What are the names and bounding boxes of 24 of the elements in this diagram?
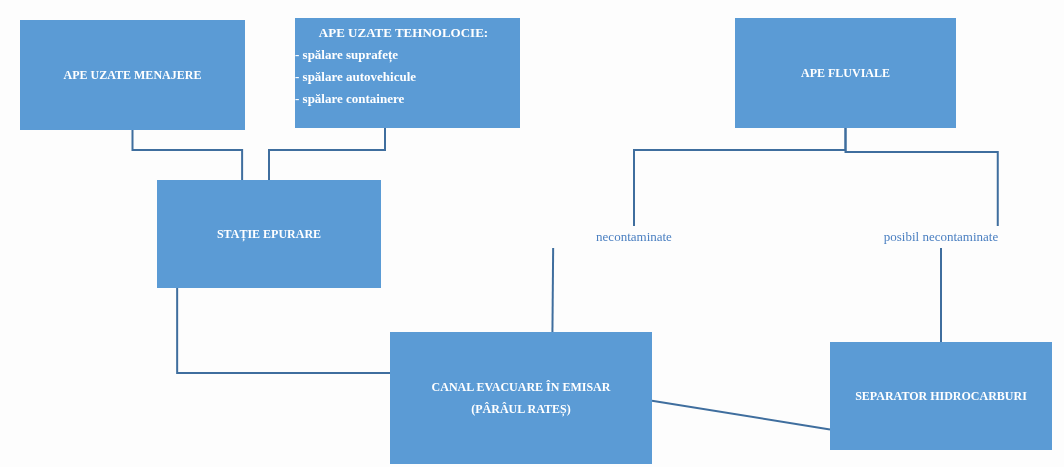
connector-line <box>651 399 831 431</box>
connector-line <box>131 129 244 181</box>
box-title: STAȚIE EPURARE <box>216 226 322 243</box>
list-item: - spălare containere <box>295 90 405 108</box>
box-title: APE UZATE TEHNOLOCIE: <box>318 24 489 42</box>
process-box <box>830 342 1052 450</box>
connector-line <box>176 287 391 374</box>
connector-line <box>551 247 555 333</box>
process-box <box>295 18 520 128</box>
box-title: CANAL EVACUARE ÎN EMISAR (PÂRÂUL RATEȘ) <box>430 379 612 419</box>
list-item: - spălare autovehicule <box>295 68 417 86</box>
connector-line <box>940 247 942 343</box>
connector-line <box>844 127 999 227</box>
box-title: APE FLUVIALE <box>801 65 890 82</box>
list-item: - spălare suprafețe <box>295 46 399 64</box>
box-title: APE UZATE MENAJERE <box>63 67 202 84</box>
flow-label: necontaminate <box>596 228 672 247</box>
process-box <box>20 20 245 130</box>
process-box <box>390 332 652 464</box>
connector-line <box>268 127 386 181</box>
box-title: SEPARATOR HIDROCARBURI <box>855 388 1027 405</box>
process-box <box>735 18 956 128</box>
flow-label: posibil necontaminate <box>883 228 999 247</box>
process-box <box>157 180 381 288</box>
